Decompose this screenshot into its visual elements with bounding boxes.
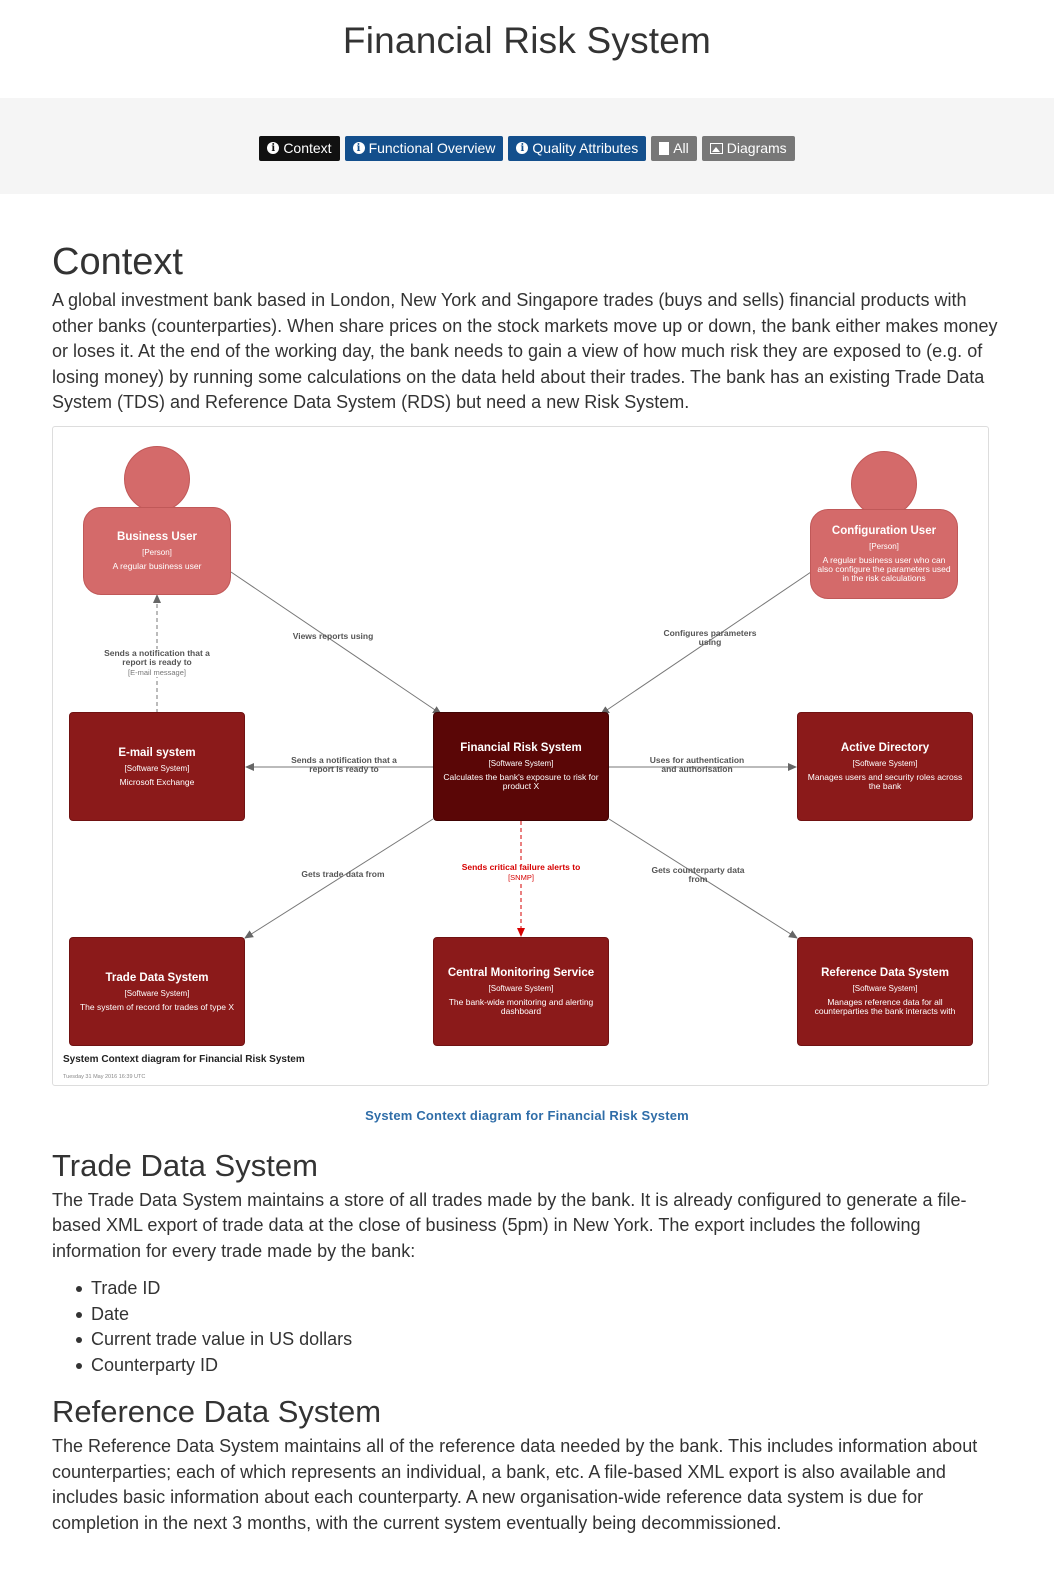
node-tech: [Person] (869, 542, 899, 551)
central-monitoring-service-node[interactable]: Central Monitoring Service [Software Sys… (433, 936, 609, 1046)
trade-data-system-node[interactable]: Trade Data System [Software System] The … (69, 936, 245, 1046)
business-user-node[interactable]: Business User [Person] A regular busines… (83, 506, 231, 595)
trade-data-fields-list: Trade ID Date Current trade value in US … (52, 1276, 1002, 1378)
node-desc: Manages reference data for all counterpa… (814, 997, 956, 1016)
node-desc: The system of record for trades of type … (79, 1001, 234, 1012)
node-tech: [Software System] (488, 759, 554, 768)
node-name: E-mail system (118, 746, 196, 759)
system-context-diagram[interactable]: Business User [Person] A regular busines… (52, 425, 989, 1086)
edge-label-notify-email: Sends a notification that a report is re… (291, 754, 397, 774)
node-name: Reference Data System (821, 967, 949, 979)
trade-data-paragraph: The Trade Data System maintains a store … (52, 1189, 967, 1261)
nav-context-label: Context (283, 139, 332, 156)
node-desc: Calculates the bank's exposure to risk f… (443, 772, 599, 791)
financial-risk-system-node[interactable]: Financial Risk System [Software System] … (433, 711, 609, 821)
node-name: Trade Data System (105, 971, 209, 984)
node-tech: [Software System] (852, 759, 918, 768)
nav-all-button[interactable]: All (651, 135, 697, 161)
node-tech: [Software System] (852, 984, 918, 993)
nav-functional-overview-label: Functional Overview (368, 139, 496, 156)
nav-diagrams-button[interactable]: Diagrams (701, 135, 795, 161)
node-desc: A regular business user (112, 561, 202, 571)
configuration-user-node[interactable]: Configuration User [Person] A regular bu… (810, 508, 958, 599)
main-content: Context A global investment bank based i… (0, 240, 1054, 1536)
diagram-caption[interactable]: System Context diagram for Financial Ris… (365, 1107, 689, 1123)
edge-label-configures-parameters: Configures parameters using (663, 627, 757, 647)
list-item: Current trade value in US dollars (52, 1327, 1002, 1353)
nav-band: i Context i Functional Overview i Qualit… (0, 98, 1054, 194)
reference-data-heading: Reference Data System (52, 1394, 382, 1429)
nav-quality-attributes-label: Quality Attributes (532, 139, 639, 156)
node-tech: [Software System] (124, 988, 190, 998)
active-directory-node[interactable]: Active Directory [Software System] Manag… (797, 711, 973, 821)
node-name: Active Directory (840, 742, 930, 754)
node-tech: [Software System] (124, 763, 190, 773)
image-icon (709, 142, 723, 154)
reference-data-paragraph: The Reference Data System maintains all … (52, 1436, 978, 1533)
edge-trade-data (244, 818, 434, 939)
node-name: Configuration User (831, 525, 937, 537)
trade-data-heading: Trade Data System (52, 1147, 318, 1183)
nav-context-button[interactable]: i Context (259, 135, 340, 161)
configuration-user-head (851, 450, 917, 517)
edge-label-auth: Uses for authentication and authorisatio… (649, 754, 745, 774)
node-tech: [Person] (142, 548, 172, 557)
edge-configures-parameters (600, 571, 812, 715)
email-system-node[interactable]: E-mail system [Software System] Microsof… (69, 711, 245, 821)
node-desc: The bank-wide monitoring and alerting da… (448, 997, 594, 1016)
nav-quality-attributes-button[interactable]: i Quality Attributes (508, 135, 647, 161)
context-paragraph: A global investment bank based in London… (52, 290, 998, 412)
node-name: Business User (117, 531, 197, 543)
edge-label-notify-user: Sends a notification that a report is re… (97, 648, 217, 677)
node-desc: Manages users and security roles across … (807, 772, 963, 791)
list-item: Date (52, 1302, 1002, 1328)
node-desc: A regular business user who can also con… (817, 555, 951, 583)
edge-label-alerts: Sends critical failure alerts to [SNMP] (458, 862, 584, 882)
nav-diagrams-label: Diagrams (726, 139, 787, 156)
list-item: Counterparty ID (52, 1353, 1002, 1379)
info-icon: i (267, 142, 280, 154)
document-icon (659, 141, 670, 155)
nav-all-label: All (673, 139, 689, 156)
edge-views-reports (230, 571, 442, 715)
node-tech: [Software System] (488, 984, 554, 993)
node-name: Central Monitoring Service (447, 967, 595, 979)
node-desc: Microsoft Exchange (119, 776, 195, 787)
node-name: Financial Risk System (460, 742, 582, 754)
diagram-title: System Context diagram for Financial Ris… (63, 1053, 305, 1065)
edge-label-counterparty: Gets counterparty data from (651, 864, 745, 884)
reference-data-system-node[interactable]: Reference Data System [Software System] … (797, 936, 973, 1046)
list-item: Trade ID (52, 1276, 1002, 1302)
page-title: Financial Risk System (342, 20, 712, 61)
edge-label-views-reports: Views reports using (292, 630, 374, 641)
info-icon: i (516, 142, 529, 154)
diagram-date: Tuesday 31 May 2016 16:39 UTC (63, 1073, 146, 1080)
section-nav: i Context i Functional Overview i Qualit… (259, 135, 795, 161)
context-heading: Context (52, 241, 183, 283)
nav-functional-overview-button[interactable]: i Functional Overview (344, 135, 504, 161)
edge-counterparty (608, 818, 798, 939)
business-user-head (124, 445, 190, 512)
info-icon: i (352, 142, 365, 154)
edge-label-trade-data: Gets trade data from (301, 868, 385, 879)
